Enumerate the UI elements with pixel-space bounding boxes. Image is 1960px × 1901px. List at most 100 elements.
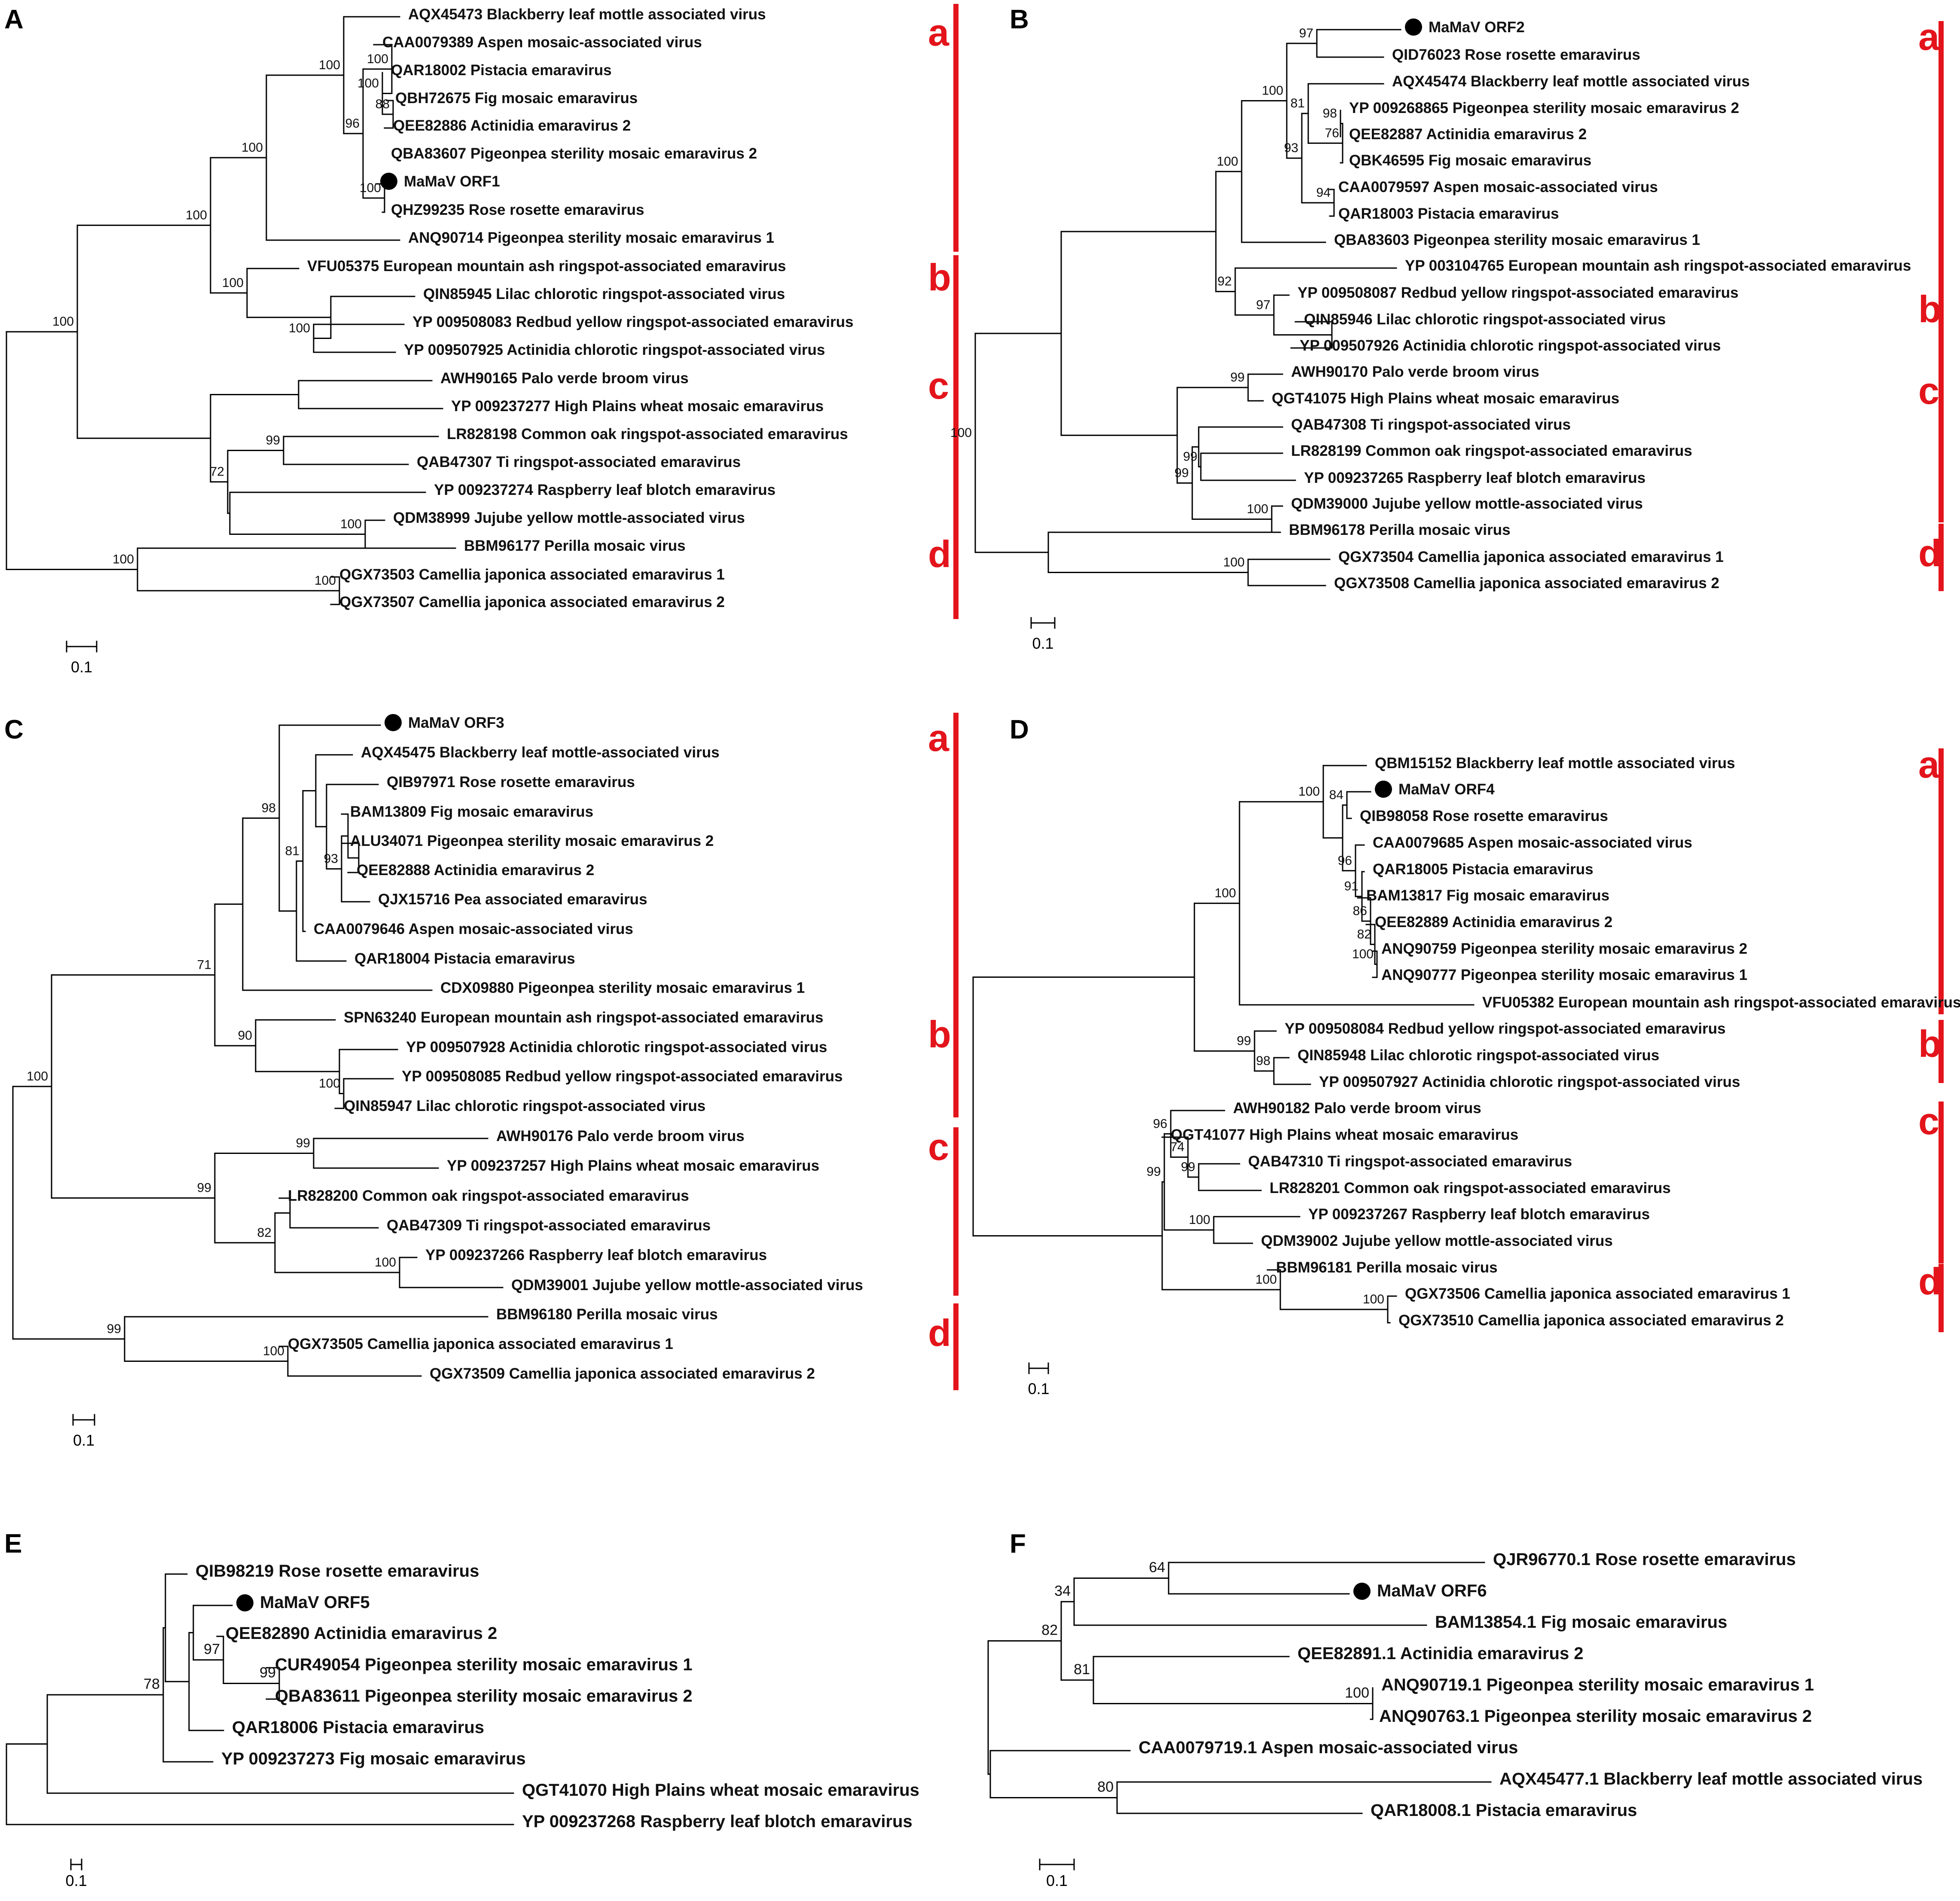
bootstrap-value: 100: [1298, 784, 1320, 799]
leaf-label: QDM38999 Jujube yellow mottle-associated…: [393, 510, 745, 526]
leaf-label: QIB97971 Rose rosette emaravirus: [387, 774, 635, 790]
leaf-label: QDM39000 Jujube yellow mottle-associated…: [1291, 495, 1643, 512]
bootstrap-value: 74: [1170, 1140, 1185, 1154]
bootstrap-value: 93: [1284, 141, 1298, 155]
bootstrap-value: 100: [289, 321, 310, 336]
marker-dot-icon: [236, 1594, 253, 1611]
leaf-label: QDM39002 Jujube yellow mottle-associated…: [1261, 1233, 1613, 1249]
scale-label: 0.1: [71, 658, 92, 676]
bootstrap-value: 100: [950, 426, 972, 440]
bootstrap-value: 100: [1189, 1213, 1210, 1227]
bootstrap-value: 99: [107, 1322, 121, 1336]
leaf-label: QIB98219 Rose rosette emaravirus: [195, 1562, 479, 1581]
leaf-label: QGT41070 High Plains wheat mosaic emarav…: [522, 1781, 919, 1800]
leaf-label: BAM13817 Fig mosaic emaravirus: [1366, 887, 1609, 904]
leaf-label: MaMaV ORF1: [404, 173, 500, 190]
bootstrap-value: 80: [1097, 1779, 1114, 1795]
leaf-label: YP 009507926 Actinidia chlorotic ringspo…: [1300, 337, 1721, 354]
leaf-label: QAR18006 Pistacia emaravirus: [232, 1718, 484, 1737]
leaf-label: AWH90170 Palo verde broom virus: [1291, 363, 1539, 380]
panel-label: B: [1010, 5, 1029, 34]
bootstrap-value: 100: [27, 1069, 48, 1083]
leaf-label: QBK46595 Fig mosaic emaravirus: [1349, 152, 1591, 169]
bootstrap-value: 86: [1353, 904, 1367, 918]
leaf-label: QAR18005 Pistacia emaravirus: [1373, 861, 1594, 878]
bootstrap-value: 99: [266, 433, 280, 448]
bootstrap-value: 100: [367, 52, 388, 66]
bootstrap-value: 100: [319, 1077, 340, 1091]
leaf-label: YP 009237257 High Plains wheat mosaic em…: [447, 1157, 819, 1174]
leaf-label: CAA0079719.1 Aspen mosaic-associated vir…: [1139, 1738, 1518, 1757]
leaf-label: ANQ90763.1 Pigeonpea sterility mosaic em…: [1379, 1707, 1812, 1726]
leaf-label: YP 009507925 Actinidia chlorotic ringspo…: [404, 342, 825, 358]
leaf-label: QGX73508 Camellia japonica associated em…: [1334, 575, 1719, 592]
bootstrap-value: 78: [143, 1676, 160, 1692]
bootstrap-value: 99: [1230, 370, 1245, 384]
bootstrap-value: 100: [186, 208, 207, 222]
leaf-label: QGT41075 High Plains wheat mosaic emarav…: [1272, 390, 1619, 407]
leaf-label: QBA83611 Pigeonpea sterility mosaic emar…: [275, 1687, 693, 1706]
bootstrap-value: 100: [357, 76, 379, 91]
bootstrap-value: 98: [262, 801, 276, 815]
leaf-label: QAB47309 Ti ringspot-associated emaravir…: [387, 1217, 711, 1234]
leaf-label: YP 009508087 Redbud yellow ringspot-asso…: [1298, 284, 1738, 301]
leaf-label: YP 009507927 Actinidia chlorotic ringspo…: [1319, 1074, 1740, 1090]
bootstrap-value: 90: [238, 1028, 252, 1043]
clade-label: b: [928, 256, 951, 299]
leaf-label: MaMaV ORF6: [1377, 1581, 1487, 1600]
leaf-label: QIB98058 Rose rosette emaravirus: [1360, 808, 1608, 824]
bootstrap-value: 100: [1223, 555, 1245, 570]
bootstrap-value: 99: [260, 1665, 276, 1681]
leaf-label: YP 009508083 Redbud yellow ringspot-asso…: [412, 314, 853, 330]
clade-label: a: [1918, 15, 1940, 58]
leaf-label: QEE82891.1 Actinidia emaravirus 2: [1298, 1644, 1584, 1663]
bootstrap-value: 81: [1291, 96, 1305, 110]
bootstrap-value: 92: [1218, 275, 1232, 289]
leaf-label: QEE82886 Actinidia emaravirus 2: [393, 117, 631, 134]
leaf-label: LR828198 Common oak ringspot-associated …: [447, 426, 848, 442]
bootstrap-value: 96: [1338, 854, 1352, 868]
bootstrap-value: 99: [1183, 450, 1197, 464]
leaf-label: QIN85946 Lilac chlorotic ringspot-associ…: [1304, 311, 1666, 328]
marker-dot-icon: [1353, 1583, 1371, 1600]
marker-dot-icon: [1375, 781, 1392, 798]
bootstrap-value: 100: [241, 140, 263, 155]
leaf-label: SPN63240 European mountain ash ringspot-…: [344, 1009, 823, 1026]
bootstrap-value: 64: [1149, 1559, 1165, 1576]
bootstrap-value: 100: [1352, 947, 1374, 961]
bootstrap-value: 82: [1357, 927, 1371, 941]
bootstrap-value: 100: [113, 552, 134, 567]
leaf-label: BBM96177 Perilla mosaic virus: [464, 537, 686, 554]
leaf-label: CUR49054 Pigeonpea sterility mosaic emar…: [275, 1655, 693, 1674]
leaf-label: YP 009508085 Redbud yellow ringspot-asso…: [402, 1068, 843, 1085]
leaf-label: BAM13809 Fig mosaic emaravirus: [350, 803, 593, 820]
leaf-label: QIN85948 Lilac chlorotic ringspot-associ…: [1298, 1047, 1659, 1064]
bootstrap-value: 97: [1299, 26, 1313, 40]
clade-label: c: [928, 1126, 949, 1168]
bootstrap-value: 96: [345, 116, 360, 131]
leaf-label: YP 009237273 Fig mosaic emaravirus: [221, 1749, 526, 1768]
bootstrap-value: 99: [1147, 1165, 1161, 1179]
clade-label: b: [928, 1013, 951, 1056]
leaf-label: VFU05375 European mountain ash ringspot-…: [307, 258, 786, 275]
leaf-label: LR828200 Common oak ringspot-associated …: [288, 1187, 689, 1204]
leaf-label: YP 009237265 Raspberry leaf blotch emara…: [1304, 470, 1646, 486]
clade-label: d: [928, 1312, 951, 1354]
bootstrap-value: 94: [1316, 186, 1331, 200]
leaf-label: AQX45473 Blackberry leaf mottle associat…: [408, 6, 766, 23]
leaf-label: QGX73504 Camellia japonica associated em…: [1338, 549, 1724, 565]
leaf-label: YP 009237277 High Plains wheat mosaic em…: [451, 398, 824, 415]
leaf-label: QHZ99235 Rose rosette emaravirus: [391, 201, 644, 218]
leaf-label: QGX73506 Camellia japonica associated em…: [1405, 1285, 1790, 1302]
bootstrap-value: 100: [263, 1344, 284, 1358]
bootstrap-value: 97: [204, 1641, 220, 1657]
bootstrap-value: 100: [314, 574, 336, 588]
leaf-label: QBH72675 Fig mosaic emaravirus: [395, 90, 638, 107]
leaf-label: QAB47310 Ti ringspot-associated emaravir…: [1248, 1153, 1572, 1170]
leaf-label: QAR18003 Pistacia emaravirus: [1338, 205, 1559, 222]
bootstrap-value: 100: [52, 314, 74, 329]
leaf-label: QID76023 Rose rosette emaravirus: [1392, 46, 1640, 63]
leaf-label: QIN85945 Lilac chlorotic ringspot-associ…: [423, 286, 785, 302]
clade-label: c: [928, 364, 949, 407]
bootstrap-value: 99: [1175, 466, 1189, 480]
